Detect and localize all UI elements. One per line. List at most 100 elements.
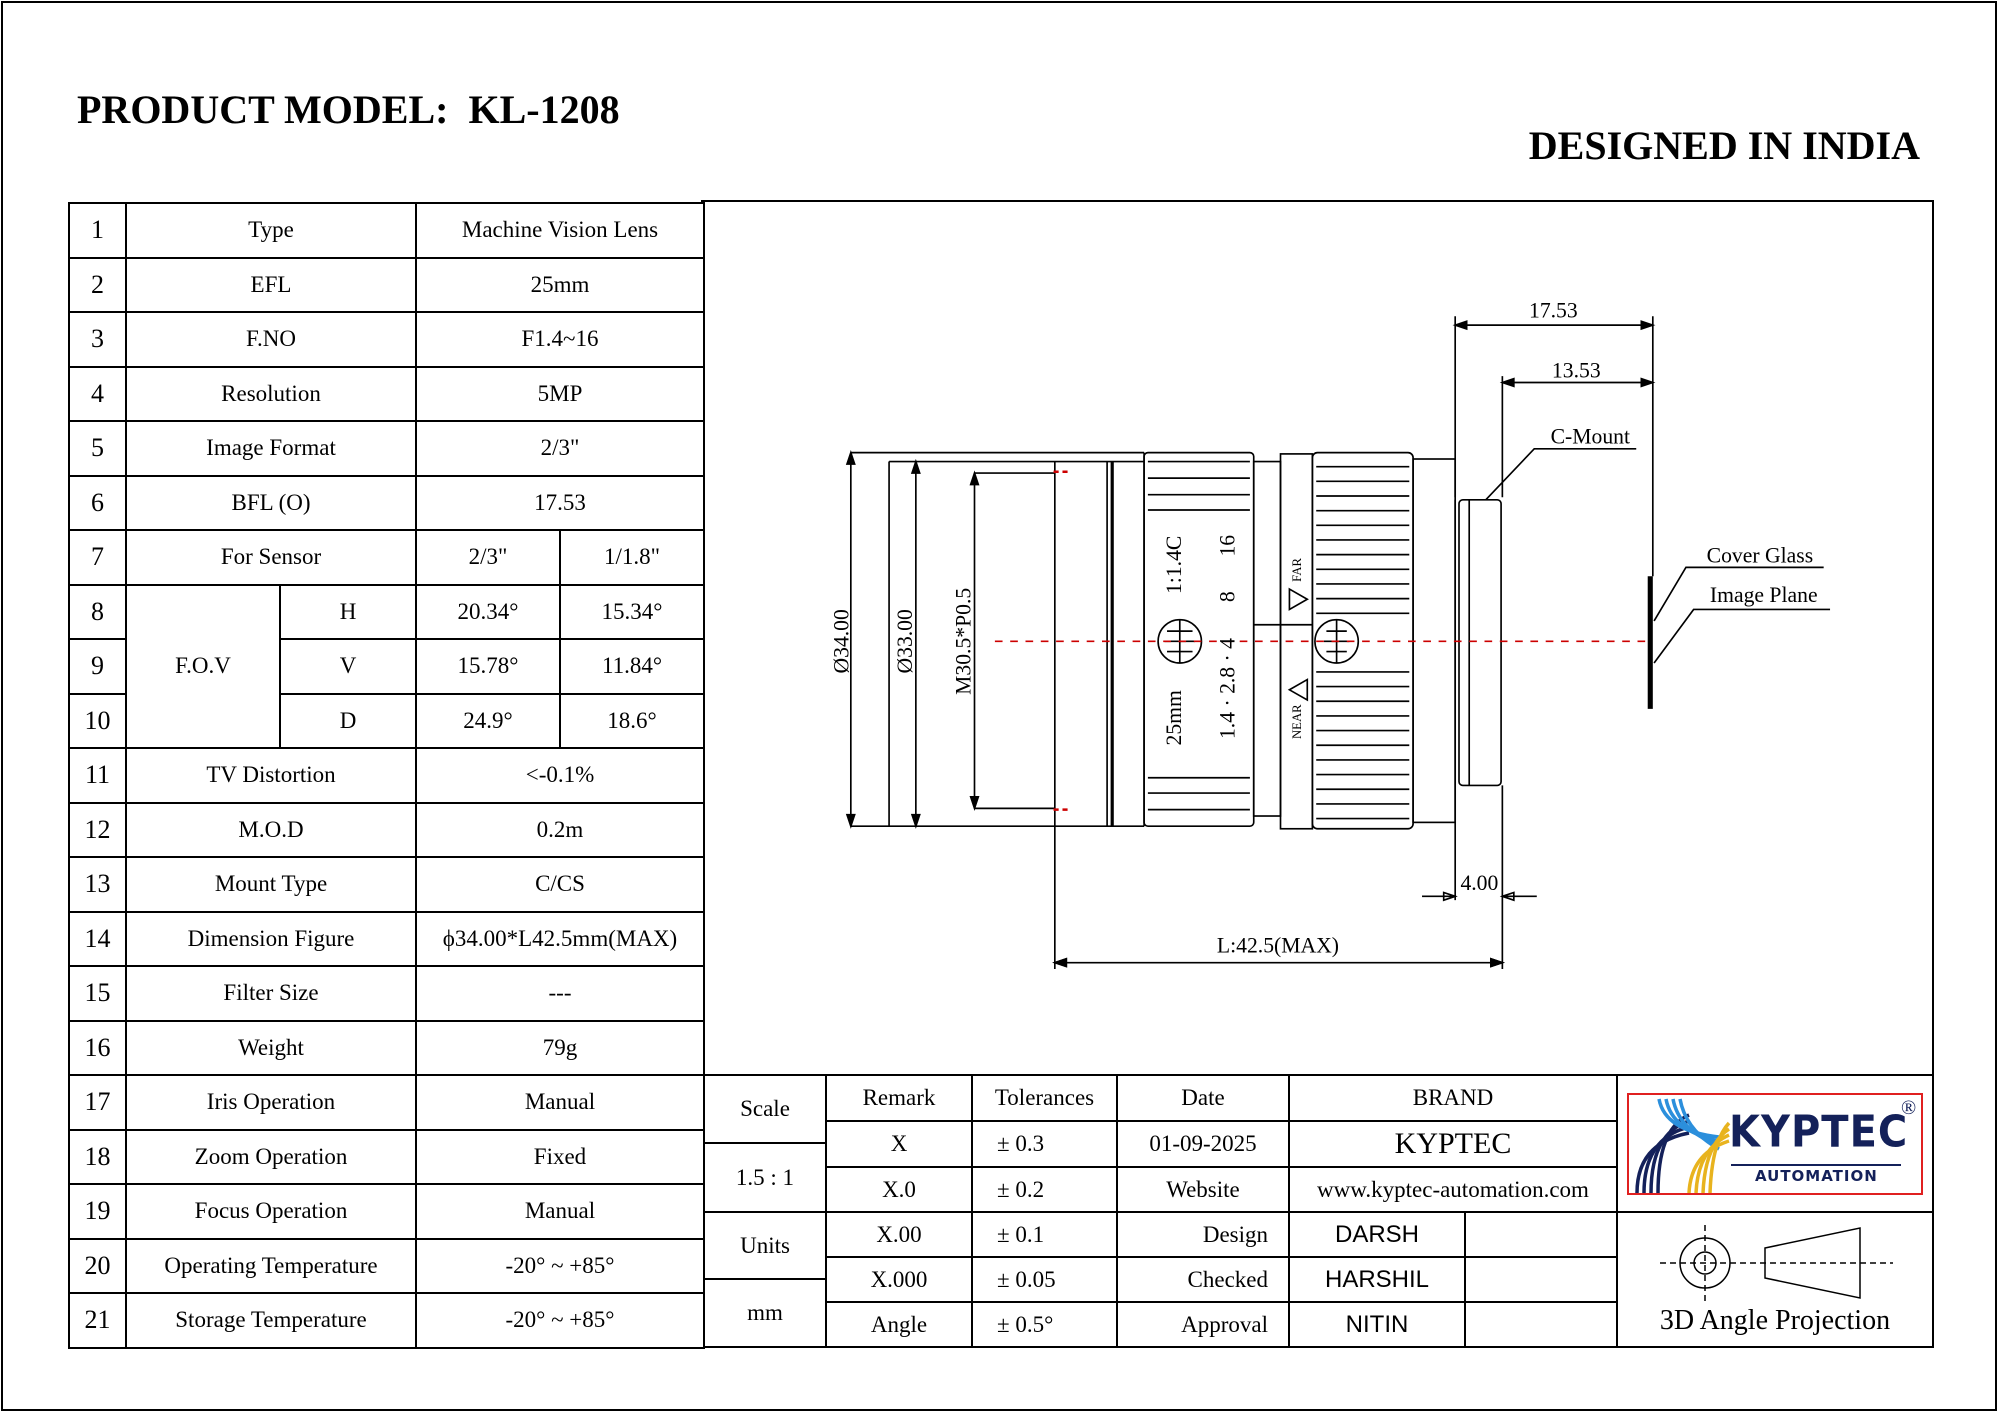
design-label: Design — [1116, 1211, 1290, 1258]
spec-value: ϕ34.00*L42.5mm(MAX) — [415, 910, 705, 967]
spec-label: Focus Operation — [125, 1183, 417, 1240]
tolerance-value: ± 0.3 — [971, 1120, 1118, 1168]
spec-value: Manual — [415, 1183, 705, 1240]
projection-symbol-icon — [1660, 1224, 1893, 1301]
tolerance-value: ± 0.1 — [971, 1211, 1118, 1258]
spec-value: 5MP — [415, 365, 705, 422]
fov-axis-label: V — [279, 638, 417, 695]
units-label: Units — [703, 1211, 827, 1280]
logo-subtitle: AUTOMATION — [1755, 1166, 1878, 1185]
remark-header: Remark — [825, 1074, 973, 1122]
spec-value: -20° ~ +85° — [415, 1292, 705, 1349]
spec-value: <-0.1% — [415, 747, 705, 804]
tolerance-remark: X.00 — [825, 1211, 973, 1258]
row-number: 9 — [68, 638, 127, 695]
design-signature — [1464, 1211, 1618, 1258]
spec-label: F.NO — [125, 311, 417, 368]
row-number: 18 — [68, 1128, 127, 1185]
row-number: 2 — [68, 256, 127, 313]
kyptec-logo: KYPTEC ® AUTOMATION — [1627, 1092, 1923, 1195]
spec-value: 2/3" — [415, 529, 561, 586]
row-number: 20 — [68, 1237, 127, 1294]
checked-signature — [1464, 1256, 1618, 1303]
tolerance-value: ± 0.5° — [971, 1301, 1118, 1348]
spec-value: 18.6° — [559, 692, 705, 749]
tolerance-value: ± 0.05 — [971, 1256, 1118, 1303]
approval-name: NITIN — [1288, 1301, 1466, 1348]
row-number: 5 — [68, 420, 127, 477]
product-model-title: PRODUCT MODEL: KL-1208 — [77, 87, 620, 132]
row-number: 6 — [68, 474, 127, 531]
spec-value: Manual — [415, 1074, 705, 1131]
spec-label: BFL (O) — [125, 474, 417, 531]
spec-value: 2/3" — [415, 420, 705, 477]
spec-value: C/CS — [415, 856, 705, 913]
spec-label: Weight — [125, 1019, 417, 1076]
spec-label: Image Format — [125, 420, 417, 477]
tolerances-header: Tolerances — [971, 1074, 1118, 1122]
spec-value: 0.2m — [415, 801, 705, 858]
logo-wordmark: KYPTEC — [1729, 1106, 1909, 1157]
row-number: 4 — [68, 365, 127, 422]
scale-label: Scale — [703, 1074, 827, 1144]
tolerance-remark: X.000 — [825, 1256, 973, 1303]
row-number: 10 — [68, 692, 127, 749]
row-number: 17 — [68, 1074, 127, 1131]
tolerance-remark: Angle — [825, 1301, 973, 1348]
tolerance-remark: X.0 — [825, 1166, 973, 1213]
row-number: 11 — [68, 747, 127, 804]
spec-value: 20.34° — [415, 583, 561, 640]
spec-label: Storage Temperature — [125, 1292, 417, 1349]
checked-name: HARSHIL — [1288, 1256, 1466, 1303]
row-number: 15 — [68, 965, 127, 1022]
row-number: 13 — [68, 856, 127, 913]
spec-value: F1.4~16 — [415, 311, 705, 368]
website-value: www.kyptec-automation.com — [1288, 1166, 1618, 1213]
checked-label: Checked — [1116, 1256, 1290, 1303]
tolerance-value: ± 0.2 — [971, 1166, 1118, 1213]
website-label: Website — [1116, 1166, 1290, 1213]
design-name: DARSH — [1288, 1211, 1466, 1258]
row-number: 3 — [68, 311, 127, 368]
units-value: mm — [703, 1278, 827, 1348]
spec-value: 24.9° — [415, 692, 561, 749]
spec-value: Machine Vision Lens — [415, 202, 705, 259]
approval-signature — [1464, 1301, 1618, 1348]
fov-label: F.O.V — [125, 583, 281, 749]
row-number: 21 — [68, 1292, 127, 1349]
spec-value: 79g — [415, 1019, 705, 1076]
approval-label: Approval — [1116, 1301, 1290, 1348]
spec-label: Type — [125, 202, 417, 259]
fov-axis-label: H — [279, 583, 417, 640]
row-number: 12 — [68, 801, 127, 858]
scale-value: 1.5 : 1 — [703, 1142, 827, 1213]
brand-value: KYPTEC — [1288, 1120, 1618, 1168]
spec-label: Resolution — [125, 365, 417, 422]
projection-label: 3D Angle Projection — [1659, 1304, 1891, 1336]
brand-header: BRAND — [1288, 1074, 1618, 1122]
spec-label: EFL — [125, 256, 417, 313]
row-number: 7 — [68, 529, 127, 586]
spec-value: Fixed — [415, 1128, 705, 1185]
logo-cell: KYPTEC ® AUTOMATION — [1616, 1074, 1934, 1213]
spec-label: TV Distortion — [125, 747, 417, 804]
spec-value: 11.84° — [559, 638, 705, 695]
date-header: Date — [1116, 1074, 1290, 1122]
row-number: 19 — [68, 1183, 127, 1240]
fov-axis-label: D — [279, 692, 417, 749]
spec-value: 25mm — [415, 256, 705, 313]
date-value: 01-09-2025 — [1116, 1120, 1290, 1168]
row-number: 16 — [68, 1019, 127, 1076]
spec-value: 15.34° — [559, 583, 705, 640]
spec-label: For Sensor — [125, 529, 417, 586]
spec-value: 15.78° — [415, 638, 561, 695]
spec-value: 1/1.8" — [559, 529, 705, 586]
spec-label: Mount Type — [125, 856, 417, 913]
spec-label: Dimension Figure — [125, 910, 417, 967]
spec-label: Operating Temperature — [125, 1237, 417, 1294]
spec-value: --- — [415, 965, 705, 1022]
row-number: 14 — [68, 910, 127, 967]
spec-value: -20° ~ +85° — [415, 1237, 705, 1294]
row-number: 1 — [68, 202, 127, 259]
